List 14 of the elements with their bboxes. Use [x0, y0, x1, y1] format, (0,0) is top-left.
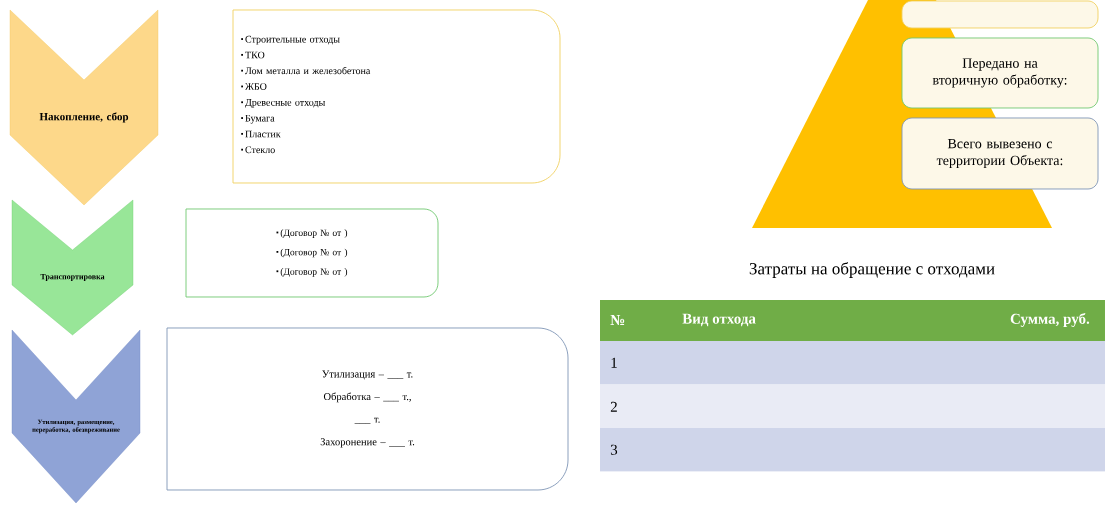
- label: Сумма, руб.: [1010, 313, 1090, 327]
- label: №: [610, 315, 625, 325]
- text-box: (Договор № от ) (Договор № от ) (Договор № от ): [185, 208, 439, 298]
- table-row: 3: [600, 428, 1105, 472]
- table-header: № Вид отхода Сумма, руб.: [600, 300, 1105, 341]
- table-row: 1: [600, 341, 1105, 385]
- text-box: Утилизация – ___ т. Обработка – ___ т., ___ т. Захоронение – ___ т.: [166, 327, 569, 491]
- label: Вид отхода: [682, 313, 756, 327]
- table-row: 2: [600, 385, 1105, 429]
- table-title: Затраты на обращение с отходами: [749, 262, 995, 278]
- box: [901, 0, 1099, 29]
- text-box: Строительные отходы ТКО Лом металла и железобетона ЖБО Древесные отходы Бумага Пластик Стекло: [232, 9, 561, 184]
- text-box: Всего вывезено с территории Объекта:: [901, 117, 1099, 190]
- text-box: Передано на вторичную обработку:: [901, 37, 1099, 109]
